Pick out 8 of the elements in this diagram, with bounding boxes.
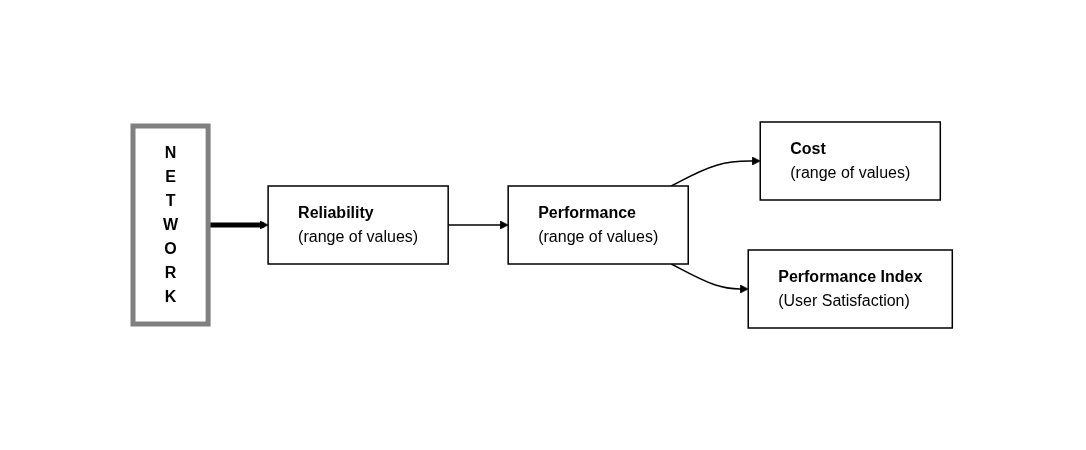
arrow <box>670 263 749 294</box>
node-box: Performance Index (User Satisfaction) <box>747 249 954 329</box>
node-box: Performance (range of values) <box>507 185 690 265</box>
arrow <box>670 156 761 187</box>
node-box: Reliability (range of values) <box>267 185 450 265</box>
arrow <box>208 220 269 230</box>
node-box: Cost (range of values) <box>759 121 942 201</box>
node-box: N E T W O R K <box>130 123 211 327</box>
